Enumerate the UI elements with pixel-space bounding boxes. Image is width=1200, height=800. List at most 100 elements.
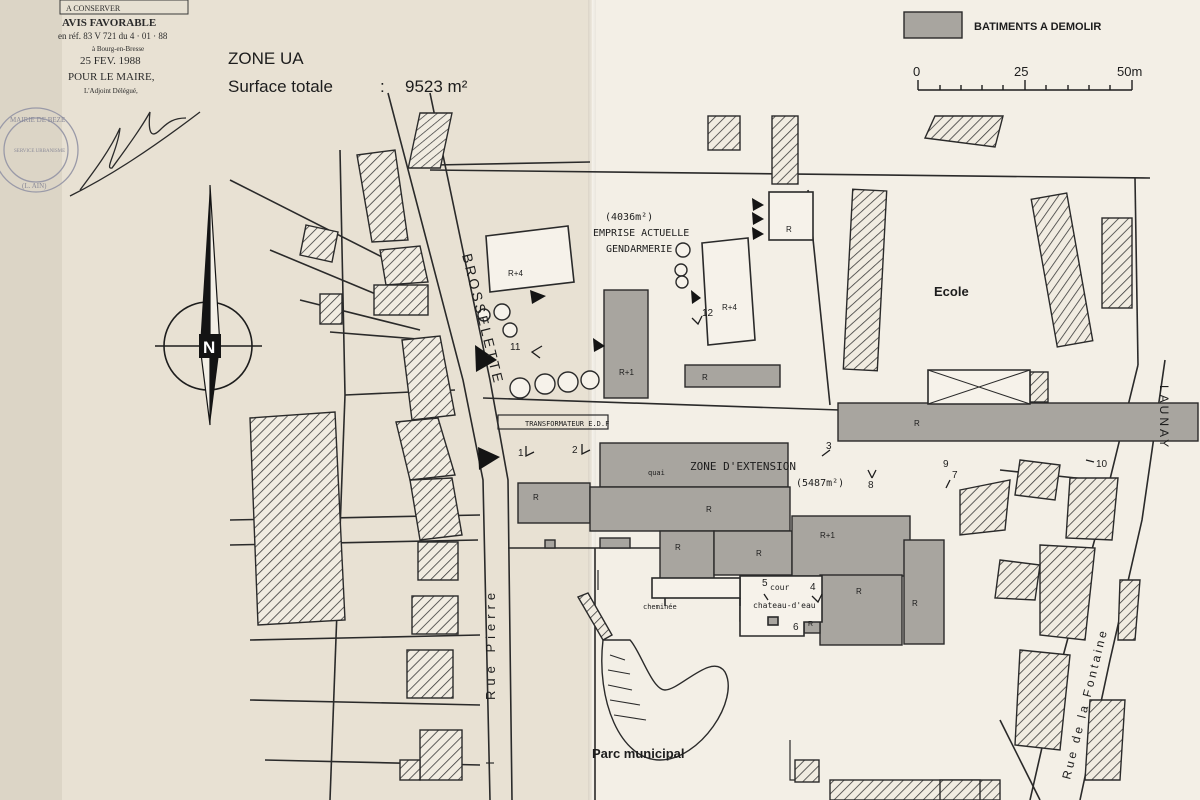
r4-label-east: R+4 [722, 303, 737, 312]
seal-text-mid: SERVICE URBANISME [14, 149, 65, 154]
r-label: R [786, 225, 792, 234]
stamp-pour: POUR LE MAIRE, [68, 71, 155, 83]
building-demolish [659, 530, 715, 580]
view-number: 9 [943, 459, 949, 470]
building-hatched [319, 293, 343, 325]
building-hatched [1029, 371, 1049, 403]
building-hatched [356, 149, 409, 243]
view-arrow [752, 198, 764, 211]
retained-buildings [485, 191, 1031, 637]
municipal-seal: MAIRIE DE BEZE SERVICE URBANISME (L. AIN… [0, 107, 79, 193]
view-arrow [593, 338, 605, 352]
r4-label-west: R+4 [508, 269, 523, 278]
zone-title: ZONE UA [228, 49, 304, 68]
quai-label: quai [648, 469, 665, 477]
building-hatched [923, 115, 1004, 148]
r-label: R [756, 549, 762, 558]
building-demolish [837, 402, 1199, 442]
zone-extension-label: ZONE D'EXTENSION [690, 460, 796, 473]
paper-fold [588, 0, 596, 800]
scale-bar: 0 25 50m [913, 64, 1142, 91]
emprise-area: (4036m²) [605, 212, 653, 223]
park-pond [576, 592, 729, 761]
emprise-line1: EMPRISE ACTUELLE [593, 228, 689, 239]
parcel-line [482, 397, 841, 411]
cheminee-label: cheminée [643, 603, 677, 611]
r1-label: R+1 [619, 368, 634, 377]
paper-margin [0, 0, 62, 800]
building-hatched [994, 559, 1041, 601]
building-hatched [249, 411, 346, 626]
view-arrow [475, 345, 497, 372]
building-hatched [1039, 544, 1096, 641]
stamp-ref: en réf. 83 V 721 du 4 · 01 · 88 [58, 31, 168, 41]
building-demolish [903, 539, 945, 645]
building-demolish-r1 [603, 289, 649, 399]
r-label: R [914, 419, 920, 428]
view-number: 1 [518, 448, 524, 459]
building-hatched [1014, 459, 1061, 501]
signature [69, 111, 201, 197]
building-demolish [589, 486, 791, 532]
existing-buildings [249, 112, 1141, 800]
stamp-adjoint: L'Adjoint Délégué, [84, 87, 138, 95]
building-hatched [1101, 217, 1133, 309]
view-number: 3 [826, 441, 832, 452]
stamp-city: à Bourg-en-Bresse [92, 45, 144, 53]
r-label: R [702, 373, 708, 382]
building-hatched [407, 112, 453, 169]
trees [477, 242, 691, 399]
chateau-label: chateau-d'eau [753, 601, 816, 610]
building-demolish [684, 364, 781, 388]
view-number: 8 [868, 480, 874, 491]
scale-tick-50: 50m [1117, 64, 1142, 79]
seal-text-bot: (L. AIN) [22, 182, 47, 190]
surface-value: 9523 m² [405, 77, 468, 96]
view-number: 6 [793, 622, 799, 633]
view-arrow [691, 290, 701, 304]
building-hatched [401, 335, 456, 421]
r-label: R [533, 493, 539, 502]
surface-colon: : [380, 77, 385, 96]
building-hatched [842, 188, 888, 372]
ecole-label: Ecole [934, 284, 969, 299]
view-arrow [752, 212, 764, 225]
road-edge-west [387, 92, 491, 800]
building-hatched [409, 477, 463, 541]
legend-swatch [903, 11, 963, 39]
building-hatched [1117, 579, 1141, 641]
emprise-line2: GENDARMERIE [606, 244, 672, 255]
view-numbers: 1 2 3 4 5 6 7 8 9 10 11 12 [510, 308, 1108, 633]
north-letter: N [203, 338, 215, 357]
building-demolish-r1b [791, 515, 911, 577]
stamp-top: A CONSERVER [66, 4, 121, 13]
north-arrow: N [155, 184, 262, 426]
extension-area: (5487m²) [796, 478, 844, 489]
building-hatched [299, 224, 339, 263]
r-label: R [808, 621, 813, 628]
parc-label: Parc municipal [592, 746, 684, 761]
scale-tick-25: 25 [1014, 64, 1028, 79]
building-hatched [373, 284, 429, 316]
building-hatched [959, 479, 1011, 536]
building-demolish [713, 530, 793, 576]
view-number: 12 [702, 308, 714, 319]
r-label: R [912, 599, 918, 608]
building-hatched [771, 115, 799, 185]
view-number: 10 [1096, 459, 1108, 470]
building-hatched [707, 115, 741, 151]
building-hatched [1065, 477, 1119, 541]
building-hatched [395, 417, 456, 481]
view-number: 7 [952, 470, 958, 481]
view-number: 5 [762, 578, 768, 589]
building-r-small [768, 191, 814, 241]
surface-label: Surface totale [228, 77, 333, 96]
building-demolish [544, 539, 556, 549]
view-number: 2 [572, 445, 578, 456]
stamp-avis: AVIS FAVORABLE [62, 17, 156, 29]
chateau-eau-block [739, 575, 823, 637]
seal-text-top: MAIRIE DE BEZE [10, 116, 65, 124]
transformer-label: TRANSFORMATEUR E.D.F [525, 420, 609, 428]
building-hatched [794, 759, 820, 783]
